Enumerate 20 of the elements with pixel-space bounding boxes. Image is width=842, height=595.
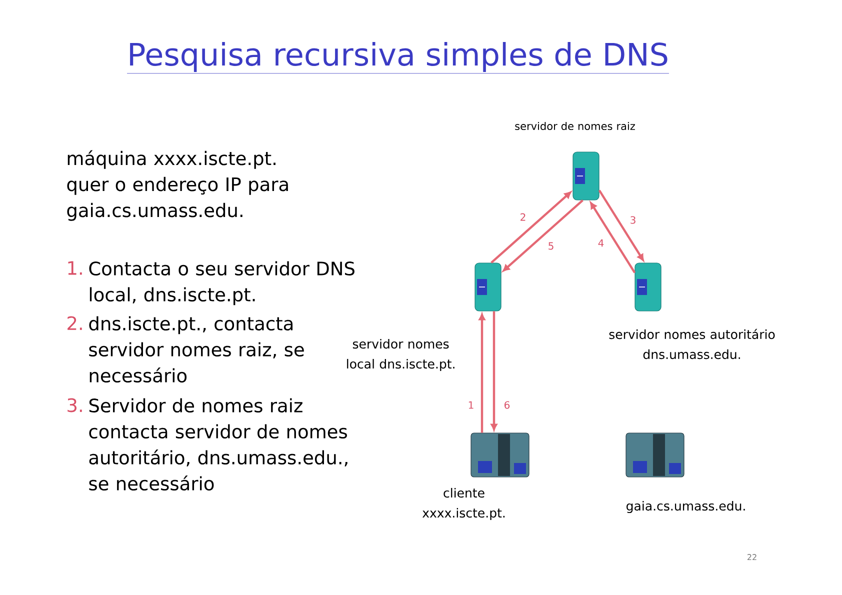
step-number: 2. (68, 316, 82, 330)
node-label: gaia.cs.umass.edu. (626, 500, 745, 514)
step-text: Servidor de nomes raiz contacta servidor de nomes autoritário, dns.umass.edu., se necessário (89, 398, 348, 491)
step-number: 1. (68, 261, 82, 275)
node-label: cliente xxxx.iscte.pt. (422, 488, 505, 520)
edge-label: 5 (546, 241, 556, 251)
node-label: servidor nomes autoritário dns.umass.edu. (609, 328, 775, 360)
edge-label: 4 (596, 238, 606, 248)
step-text: Contacta o seu servidor DNS local, dns.iscte.pt. (89, 261, 354, 306)
node-label: servidor de nomes raiz (515, 122, 635, 130)
edge-label: 2 (518, 212, 528, 222)
text-paragraph: máquina xxxx.iscte.pt. quer o endereço IP para gaia.cs.umass.edu. (67, 150, 288, 221)
step-number: 3. (68, 398, 82, 412)
step-text: dns.iscte.pt., contacta servidor nomes raiz, se necessário (89, 316, 304, 383)
edge-label: 3 (628, 215, 638, 225)
edge-label: 1 (466, 400, 476, 410)
edge-label: 6 (502, 400, 512, 410)
page-number: 22 (748, 554, 756, 560)
node-label: servidor nomes local dns.iscte.pt. (347, 338, 454, 372)
title: Pesquisa recursiva simples de DNS (126, 42, 670, 74)
